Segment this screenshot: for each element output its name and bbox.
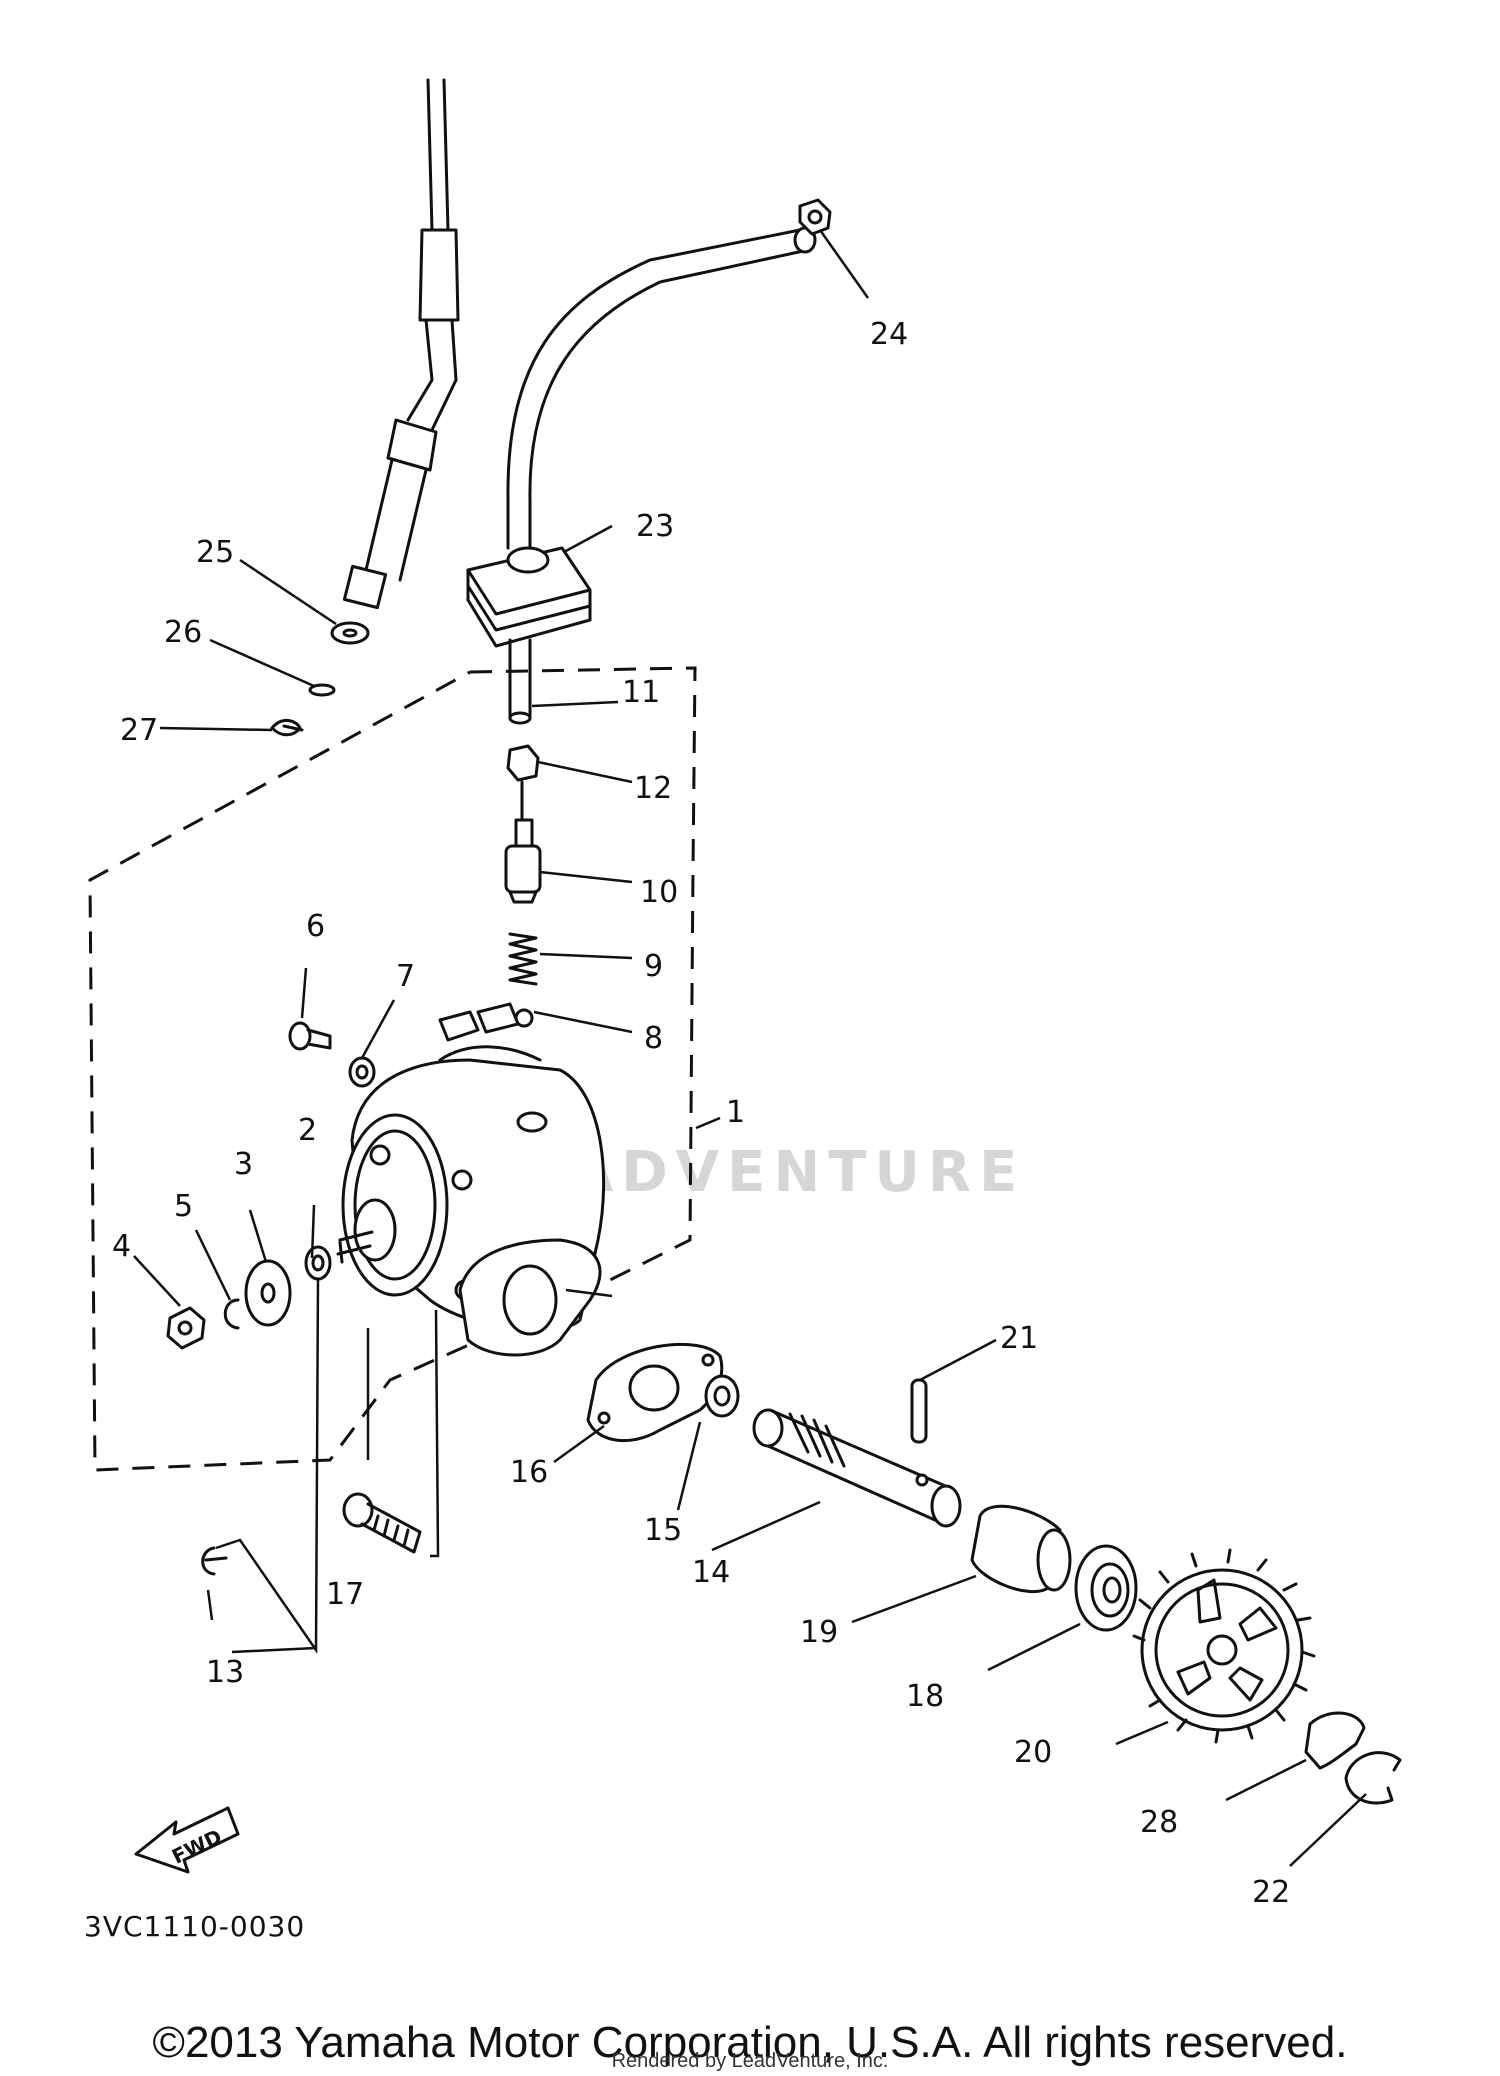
hose-grommet <box>466 546 592 648</box>
copyright-notice: ©2013 Yamaha Motor Corporation, U.S.A. A… <box>152 2018 1348 2067</box>
callout-10: 10 <box>640 875 678 910</box>
pump-pulley <box>244 1259 292 1327</box>
pump-mounting-flange <box>458 1238 602 1357</box>
flange-bolt <box>342 1492 422 1554</box>
callout-12: 12 <box>634 771 672 806</box>
check-valve-nut <box>506 744 540 782</box>
callout-6: 6 <box>306 909 325 944</box>
callout-21: 21 <box>1000 1321 1038 1356</box>
callout-13: 13 <box>206 1655 244 1690</box>
gear-lock-washer <box>1304 1711 1366 1770</box>
oil-delivery-hose <box>506 226 817 550</box>
check-valve-body <box>504 818 542 904</box>
shaft-o-ring <box>704 1374 740 1418</box>
leader-lines <box>133 229 1367 1867</box>
callout-17: 17 <box>326 1577 364 1612</box>
cable-washer <box>330 621 370 645</box>
pulley-washer <box>304 1245 332 1281</box>
callout-9: 9 <box>644 949 663 984</box>
callout-18: 18 <box>906 1679 944 1714</box>
oil-pump-cable <box>342 78 460 610</box>
callout-20: 20 <box>1014 1735 1052 1770</box>
forward-direction-arrow: FWD <box>134 1806 240 1874</box>
callout-15: 15 <box>644 1513 682 1548</box>
joint-nut <box>798 198 832 236</box>
callout-3: 3 <box>234 1147 253 1182</box>
pump-cover-clip <box>201 1546 228 1576</box>
shaft-pin <box>910 1378 928 1444</box>
callout-5: 5 <box>174 1189 193 1224</box>
cable-pin <box>308 683 336 697</box>
callout-27: 27 <box>120 713 158 748</box>
callout-26: 26 <box>164 615 202 650</box>
screw-washer <box>348 1056 376 1088</box>
callout-16: 16 <box>510 1455 548 1490</box>
callout-22: 22 <box>1252 1875 1290 1910</box>
callout-14: 14 <box>692 1555 730 1590</box>
pump-drive-gear <box>1132 1548 1316 1744</box>
shaft-collar <box>970 1504 1072 1594</box>
callout-11: 11 <box>622 675 660 710</box>
pipe-stub <box>508 638 532 725</box>
callout-25: 25 <box>196 535 234 570</box>
rendered-by-notice: Rendered by LeadVenture, Inc. <box>611 2050 889 2072</box>
callout-4: 4 <box>112 1229 131 1264</box>
callout-23: 23 <box>636 509 674 544</box>
callout-7: 7 <box>396 959 415 994</box>
callout-2: 2 <box>298 1113 317 1148</box>
callout-1: 1 <box>726 1095 745 1130</box>
callout-8: 8 <box>644 1021 663 1056</box>
pulley-nut <box>166 1306 206 1350</box>
pulley-clip <box>223 1298 240 1330</box>
shaft-bearing <box>1074 1544 1138 1632</box>
callout-24: 24 <box>870 317 908 352</box>
callout-28: 28 <box>1140 1805 1178 1840</box>
cable-clip <box>270 719 304 737</box>
check-valve-spring <box>508 932 538 986</box>
drawing-code: 3VC1110-0030 <box>84 1910 306 1943</box>
pump-screw <box>288 1021 332 1051</box>
pump-assembly-outline <box>88 666 697 1472</box>
pump-drive-shaft <box>752 1408 962 1528</box>
pump-gasket <box>586 1342 724 1443</box>
gear-circlip <box>1344 1751 1402 1805</box>
callout-19: 19 <box>800 1615 838 1650</box>
